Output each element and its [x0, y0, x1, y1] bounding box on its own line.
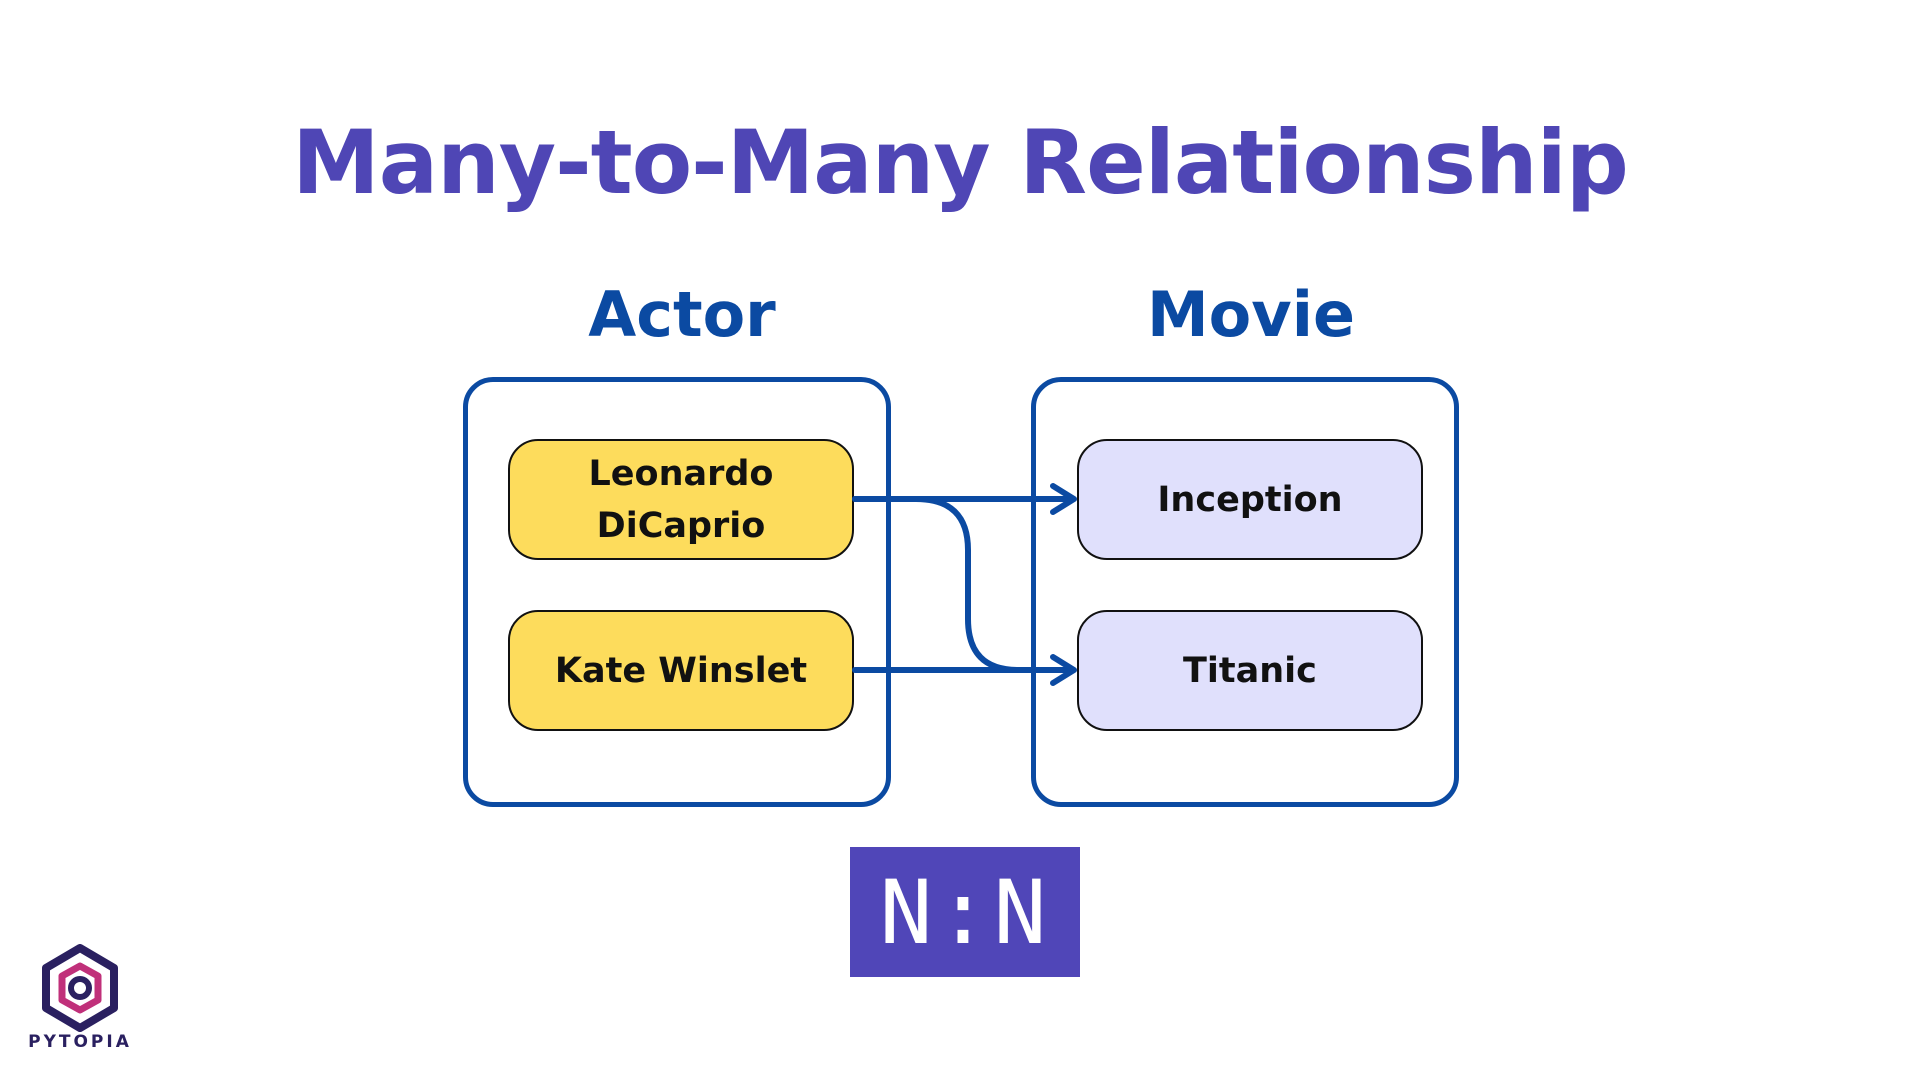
actor-leonardo-dicaprio: Leonardo DiCaprio [508, 439, 854, 560]
actor-table-label: Actor [588, 278, 776, 351]
movie-table-label: Movie [1146, 278, 1355, 351]
diagram-title: Many-to-Many Relationship [292, 111, 1629, 214]
movie-titanic: Titanic [1077, 610, 1423, 731]
pytopia-logo: PYTOPIA [28, 944, 132, 1064]
relationship-badge: N:N [850, 847, 1080, 977]
actor-kate-winslet: Kate Winslet [508, 610, 854, 731]
movie-inception: Inception [1077, 439, 1423, 560]
hexagon-logo-icon [42, 944, 118, 1032]
logo-text: PYTOPIA [28, 1032, 132, 1052]
